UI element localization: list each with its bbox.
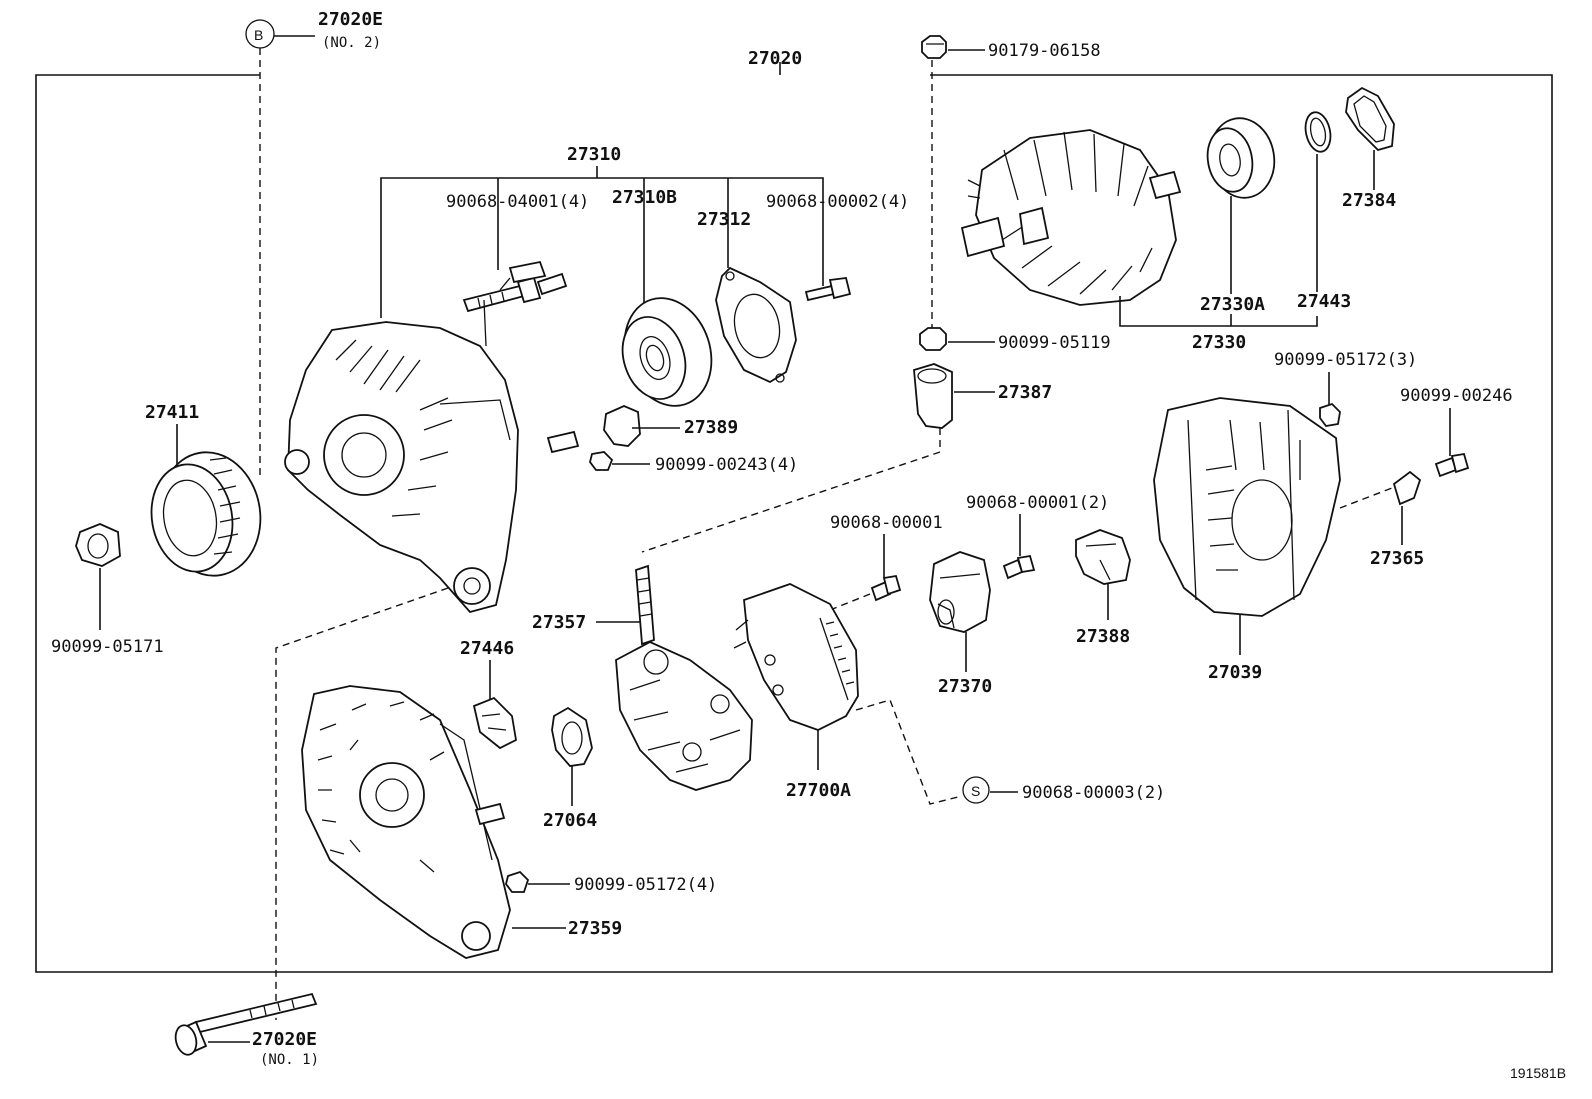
part-27020e-no1: 27020E (NO. 1) [174,587,449,1068]
part-number-label: 27357 [532,612,586,633]
nut-90099-05119: 90099-05119 [919,327,1111,353]
plate-label: 27312 [697,209,751,230]
holder-27370: 27370 [929,551,992,697]
drive-end-frame [284,260,580,614]
part-number-label: 27387 [998,382,1052,403]
screw-90068-00002 [804,277,852,302]
rear-frame-27359: 27359 [301,685,622,959]
part-27310-bracket: 27310 90068-04001(4) 27310B 27312 90068-… [380,144,909,318]
part-note-label: (NO. 2) [322,35,381,51]
part-number-label: 90099-00243(4) [655,455,798,475]
reference-code: 191581B [1510,1065,1566,1081]
cover-label: 27443 [1297,291,1351,312]
seal-27384: 27384 [1342,86,1396,211]
bearing-27330a [1206,117,1276,199]
cover-27388: 27388 [1075,529,1131,647]
plate-27312 [715,266,797,384]
gasket-27064: 27064 [543,706,597,831]
part-number-label: 27370 [938,676,992,697]
part-number-label: 90068-00001 [830,513,943,533]
part-number-label: 27020E [318,9,383,30]
part-number-label: 27064 [543,810,597,831]
part-number-label: 90099-05172(4) [574,875,717,895]
part-number-label: 27359 [568,918,622,939]
nut-90099-05172-3: 90099-05172(3) [1274,350,1417,427]
part-number-label: 27384 [1342,190,1396,211]
part-number-label: 27330 [1192,332,1246,353]
screw-90068-00001-2: 90068-00001(2) [966,493,1109,580]
bearing-label: 27310B [612,187,677,208]
bearing-27310b [621,297,713,407]
assembly-frame: 27020 [35,48,1553,973]
part-number-label: 27039 [1208,662,1262,683]
part-number-label: 27020E [252,1029,317,1050]
callout-s-letter: S [971,783,980,799]
part-note-label: (NO. 1) [260,1052,319,1068]
part-number-label: 27411 [145,402,199,423]
part-number-label: 27310 [567,144,621,165]
nut-90099-00243: 90099-00243(4) [589,451,798,475]
part-number-label: 90099-05171 [51,637,164,657]
screw-90068-00001: 90068-00001 [819,513,943,615]
regulator-27700a: 27700A [733,583,963,805]
part-number-label: 90099-05172(3) [1274,350,1417,370]
part-number-label: 27365 [1370,548,1424,569]
screw-label: 90068-00002(4) [766,192,909,212]
nut-90099-05171: 90099-05171 [51,523,164,657]
part-number-label: 90068-00001(2) [966,493,1109,513]
terminal-insulator-27389: 27389 [603,405,738,447]
rotor-27330: 27330A 27443 27330 [960,129,1351,353]
bearing-label: 27330A [1200,294,1265,315]
insulator-27387: 27387 [641,363,1052,553]
part-90179-06158: 90179-06158 [921,35,1101,330]
part-number-label: 27446 [460,638,514,659]
clip-27365: 27365 [1370,470,1424,569]
part-number-label: 27389 [684,417,738,438]
rectifier-27357: 27357 [532,564,753,791]
part-number-label: 90179-06158 [988,41,1101,61]
part-number-label: 90099-05119 [998,333,1111,353]
insulator-27446: 27446 [460,638,517,750]
screw-90068-00003: S 90068-00003(2) [962,776,1165,804]
part-number-label: 90068-00003(2) [1022,783,1165,803]
pulley-27411: 27411 [145,402,262,577]
bolt-90099-00246: 90099-00246 [1400,386,1513,478]
callout-s-circle [962,776,990,804]
callout-b-letter: B [254,27,263,43]
assembly-number: 27020 [748,48,802,69]
nut-90099-05172-4: 90099-05172(4) [505,870,717,895]
cover-27443 [1304,111,1332,153]
part-number-label: 90099-00246 [1400,386,1513,406]
part-27020e-no2: B 27020E (NO. 2) [245,9,383,478]
bolt-label: 90068-04001(4) [446,192,589,212]
part-number-label: 27700A [786,780,851,801]
part-number-label: 27388 [1076,626,1130,647]
rear-end-cover-27039: 27039 [1153,397,1393,683]
